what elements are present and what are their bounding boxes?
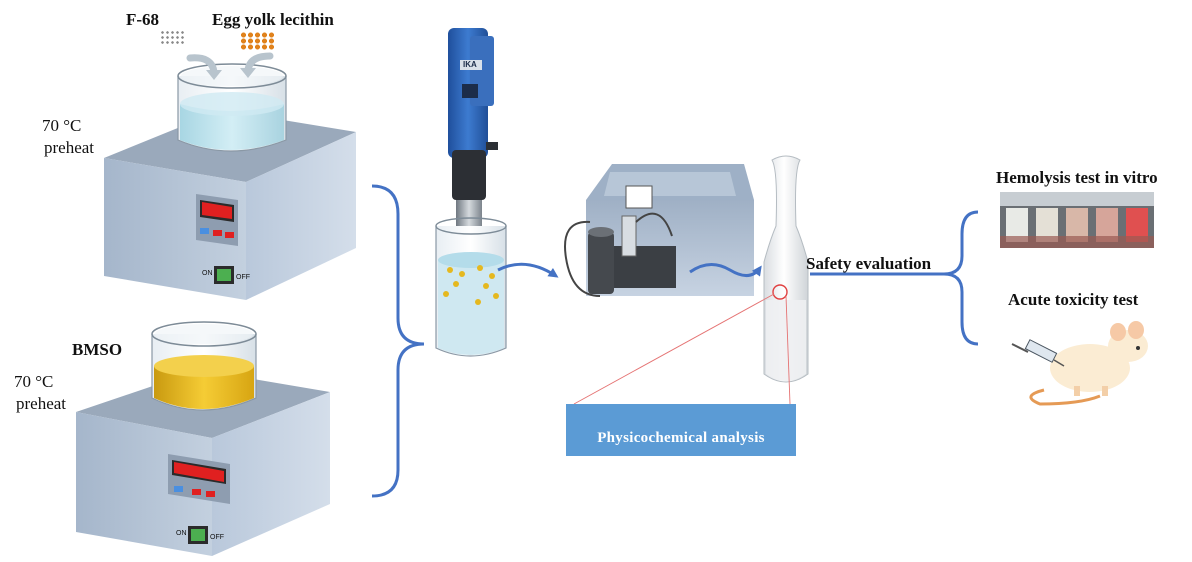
bottom-heater [76, 321, 330, 556]
top-heater [104, 52, 356, 300]
arrow-to-analyzer [497, 262, 559, 278]
hemolysis-label: Hemolysis test in vitro [996, 168, 1158, 187]
hemolysis-photo [1000, 192, 1154, 248]
preheat-label-top: preheat [44, 138, 95, 157]
top-power-switch [214, 266, 234, 284]
physicochemical-band: Physicochemical analysis [566, 404, 796, 456]
zoom-line-right [785, 295, 791, 405]
syringe-icon [1011, 339, 1065, 367]
f68-label: F-68 [126, 10, 160, 29]
water-beaker [177, 63, 287, 152]
f68-input-arrow [186, 54, 218, 76]
zoom-marker [772, 284, 788, 300]
safety-bracket [943, 210, 979, 346]
bmso-label: BMSO [72, 340, 123, 359]
f68-particles [160, 30, 186, 44]
lecithin-particles [240, 32, 274, 50]
temp-label-bottom: 70 °C [14, 372, 54, 391]
top-control-panel [196, 194, 238, 246]
emulsion-droplets [443, 265, 499, 305]
arrow-to-ampoule [689, 263, 762, 277]
mouse-illustration [1029, 321, 1148, 406]
safety-label: Safety evaluation [806, 254, 932, 273]
lecithin-label: Egg yolk lecithin [212, 10, 334, 29]
temp-label-top: 70 °C [42, 116, 82, 135]
zoom-line-left [573, 293, 775, 405]
oil-beaker [151, 321, 257, 411]
bottom-switch-off: OFF [210, 534, 224, 541]
ampoule [763, 155, 809, 383]
bottom-control-panel [168, 454, 230, 504]
top-switch-on: ON [202, 270, 213, 277]
homogenizer-brand: IKA [463, 60, 477, 69]
particle-analyzer [564, 164, 754, 297]
physicochemical-label: Physicochemical analysis [597, 430, 765, 446]
lecithin-input-arrow [244, 52, 274, 74]
bottom-power-switch [188, 526, 208, 544]
bottom-switch-on: ON [176, 530, 187, 537]
acute-label: Acute toxicity test [1008, 290, 1139, 309]
merge-bracket [371, 184, 425, 498]
emulsion-beaker [435, 217, 507, 357]
preheat-label-bottom: preheat [16, 394, 67, 413]
top-switch-off: OFF [236, 274, 250, 281]
